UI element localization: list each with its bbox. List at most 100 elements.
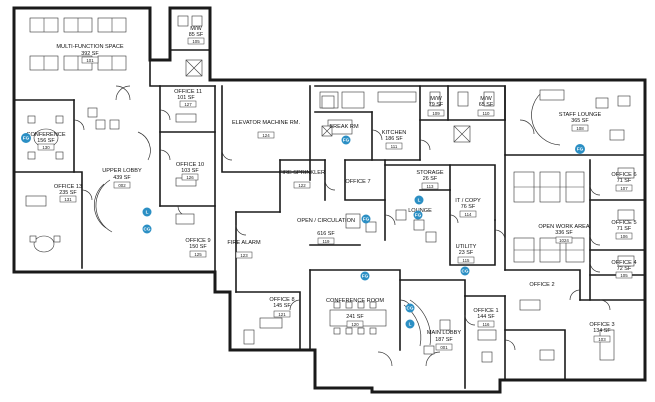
room-fire-sprinkler: FIRE SPRINKLER 122 [279, 170, 325, 189]
room-office-13: OFFICE 13 235 SF 131 [54, 184, 82, 203]
room-area: 85 SF [189, 32, 204, 38]
marker-fg[interactable]: FG [361, 214, 371, 224]
marker-fg[interactable]: FG [413, 210, 423, 220]
room-area: 439 SF [113, 175, 131, 181]
room-name: MAIN LOBBY [427, 330, 461, 336]
marker-label: CG [407, 306, 414, 311]
marker-label: FG [362, 274, 369, 279]
room-area: 134 SF [593, 328, 611, 334]
marker-cg[interactable]: CG [460, 266, 470, 276]
room-name: OFFICE 3 [589, 322, 614, 328]
marker-label: L [418, 198, 421, 203]
room-conference-left: CONFERENCE 156 SF 130 [26, 132, 66, 151]
room-name: M/W [430, 96, 442, 102]
room-conference-room: CONFERENCE ROOM 241 SF 120 [326, 298, 384, 328]
room-number: 113 [427, 184, 435, 189]
room-main-lobby: MAIN LOBBY 187 SF 001 [427, 330, 461, 351]
room-office-3: OFFICE 3 134 SF 103 [589, 322, 615, 343]
room-number: 002 [118, 183, 126, 188]
room-number: 126 [186, 175, 194, 180]
room-office-11: OFFICE 11 101 SF 127 [174, 89, 202, 108]
marker-fg[interactable]: FG [575, 144, 585, 154]
room-name: STORAGE [416, 170, 444, 176]
room-name: M/W [190, 26, 202, 32]
room-number: 101 [86, 58, 94, 63]
room-area: 65 SF [479, 102, 494, 108]
room-name: KITCHEN [382, 130, 407, 136]
room-area: 616 SF [317, 231, 335, 237]
room-name: OFFICE 6 [611, 172, 636, 178]
room-utility: UTILITY 23 SF 115 [456, 244, 477, 264]
room-area: 79 SF [429, 102, 444, 108]
room-area: 241 SF [346, 314, 364, 320]
room-restroom-top: M/W 85 SF 105 [187, 26, 205, 45]
room-name: OFFICE 9 [185, 238, 210, 244]
marker-l[interactable]: L [405, 319, 415, 329]
marker-l[interactable]: L [142, 207, 152, 217]
room-office-2: OFFICE 2 [529, 282, 554, 288]
room-name: OPEN WORK AREA [538, 224, 590, 230]
room-restroom-3: M/W 65 SF 110 [477, 96, 495, 117]
room-number: 121 [278, 312, 286, 317]
room-name: STAFF LOUNGE [559, 112, 602, 118]
room-area: 145 SF [273, 303, 291, 309]
room-number: 116 [483, 322, 491, 327]
room-number: 001 [440, 345, 448, 350]
marker-fg[interactable]: FG [360, 271, 370, 281]
room-number: 107 [620, 186, 628, 191]
room-number: 123 [240, 253, 248, 258]
room-area: 26 SF [423, 176, 438, 182]
marker-cg[interactable]: CG [142, 224, 152, 234]
room-area: 103 SF [181, 168, 199, 174]
room-number: 111 [391, 144, 398, 149]
room-elevator-machine: ELEVATOR MACHINE RM. 124 [232, 120, 301, 139]
room-number: 114 [465, 212, 473, 217]
room-kitchen: KITCHEN 186 SF 111 [382, 130, 407, 150]
room-number: 119 [323, 239, 331, 244]
room-office-1: OFFICE 1 144 SF 116 [473, 308, 499, 328]
marker-cg[interactable]: CG [405, 303, 415, 313]
room-name: OFFICE 2 [529, 282, 554, 288]
room-office-8: OFFICE 8 145 SF 121 [269, 297, 295, 318]
marker-l[interactable]: L [414, 195, 424, 205]
room-name: OFFICE 8 [269, 297, 294, 303]
marker-label: L [409, 322, 412, 327]
room-name: M/W [480, 96, 492, 102]
marker-label: FG [363, 217, 370, 222]
room-name: OFFICE 1 [473, 308, 498, 314]
markers: FG L CG FG FG L FG CG [21, 133, 585, 329]
room-number: 131 [64, 197, 72, 202]
room-area: 71 SF [617, 178, 632, 184]
room-area: 71 SF [617, 226, 632, 232]
marker-label: FG [577, 147, 584, 152]
room-number: 105 [192, 39, 200, 44]
room-labels: MULTI-FUNCTION SPACE 392 SF 101 M/W 85 S… [26, 26, 637, 351]
marker-fg[interactable]: FG [341, 135, 351, 145]
room-name: FIRE SPRINKLER [279, 170, 325, 176]
marker-label: FG [415, 213, 422, 218]
room-area: 72 SF [617, 266, 632, 272]
room-lounge: LOUNGE [408, 208, 432, 214]
room-area: 150 SF [189, 244, 207, 250]
room-number: 125 [194, 252, 202, 257]
room-name: BREAK RM [329, 124, 359, 130]
room-area: 101 SF [177, 95, 195, 101]
room-number: 122 [298, 183, 306, 188]
room-office-7: OFFICE 7 [345, 179, 370, 185]
room-name: OFFICE 5 [611, 220, 636, 226]
room-name: UTILITY [456, 244, 477, 250]
room-area: 187 SF [435, 337, 453, 343]
room-number: 1024 [559, 238, 569, 243]
room-area: 392 SF [81, 51, 99, 57]
room-name: ELEVATOR MACHINE RM. [232, 120, 301, 126]
room-upper-lobby: UPPER LOBBY 439 SF 002 [102, 168, 142, 189]
marker-fg[interactable]: FG [21, 133, 31, 143]
room-area: 235 SF [59, 190, 77, 196]
room-name: IT / COPY [455, 198, 481, 204]
room-number: 120 [351, 322, 359, 327]
room-name: FIRE ALARM [227, 240, 261, 246]
room-number: 124 [262, 133, 270, 138]
room-name: UPPER LOBBY [102, 168, 142, 174]
room-name: CONFERENCE [26, 132, 65, 138]
room-name: MULTI-FUNCTION SPACE [56, 44, 123, 50]
